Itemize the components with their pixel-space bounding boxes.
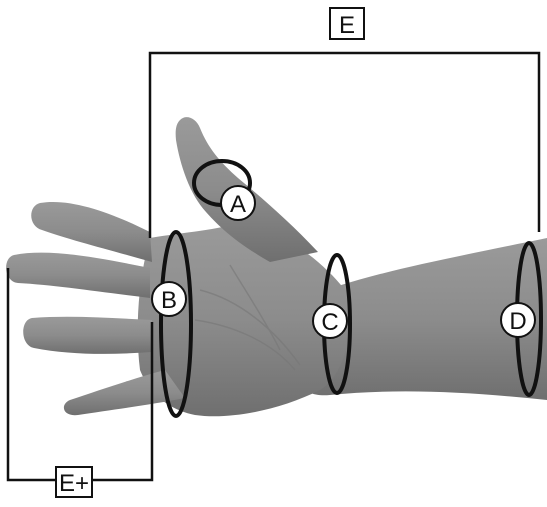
label-e-text: E [339,12,355,39]
label-d: D [501,303,535,337]
label-e-plus-text: E+ [59,470,89,497]
label-d-text: D [509,308,526,335]
label-e-plus: E+ [56,467,92,497]
label-e: E [330,8,364,39]
middle-finger-shape [6,253,150,298]
ring-finger-shape [23,317,152,354]
label-a: A [221,186,255,220]
finger-span-bracket-line [8,268,56,480]
label-b: B [152,282,186,316]
hand-illustration [6,117,547,416]
label-a-text: A [230,191,246,218]
label-c-text: C [321,309,338,336]
label-c: C [313,304,347,338]
label-b-text: B [161,287,177,314]
